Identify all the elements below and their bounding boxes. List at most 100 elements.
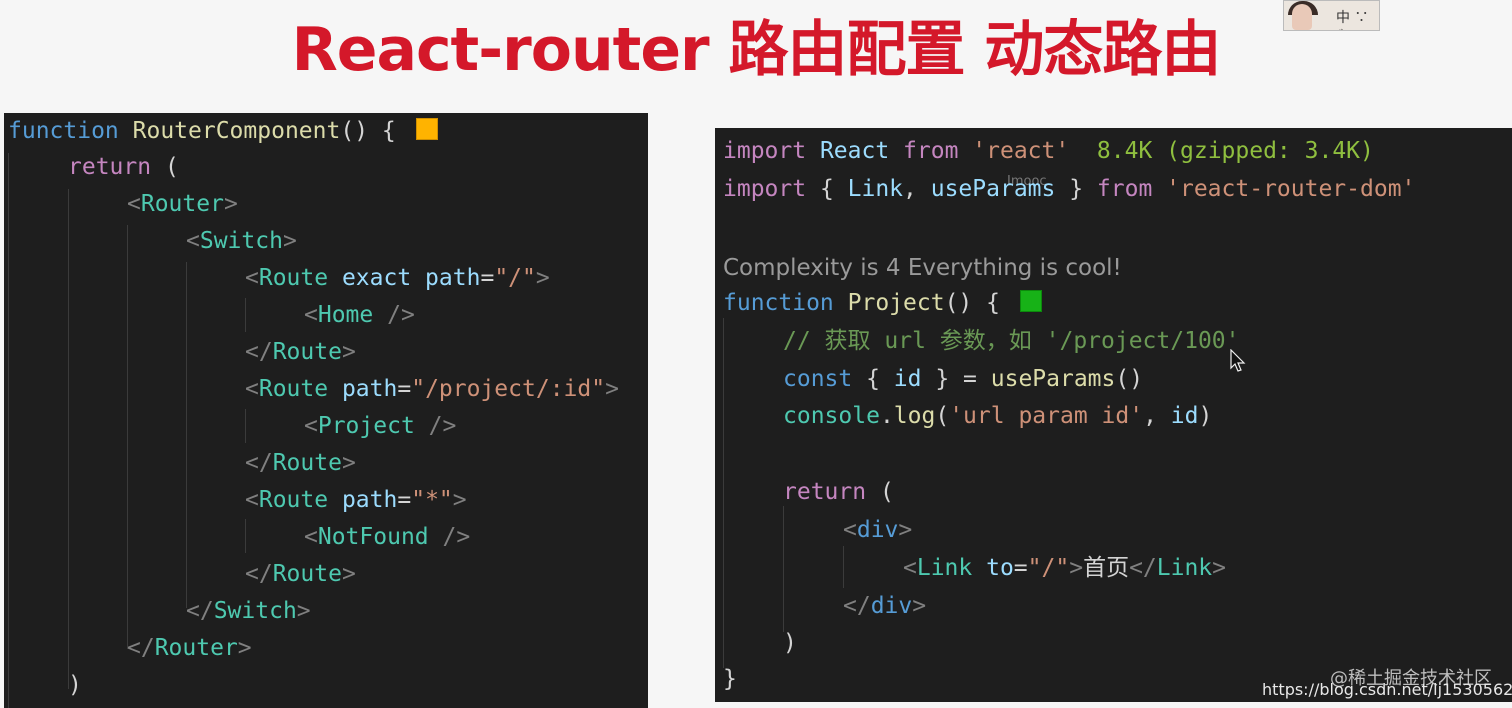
code-punctuation: ) (68, 672, 82, 698)
code-bracket: > (452, 487, 467, 513)
code-operator: = (397, 376, 412, 402)
code-string: 'url param id' (949, 403, 1144, 429)
indent-guide (8, 153, 9, 708)
code-bracket: </ (245, 339, 273, 365)
import-cost-annotation: 8.4K (gzipped: 3.4K) (1069, 138, 1374, 164)
indent-guide (127, 225, 128, 649)
code-panel-router-config: function RouterComponent() { return ( <R… (4, 113, 648, 708)
code-bracket: < (304, 413, 318, 439)
code-bracket: > (341, 561, 356, 587)
code-function-name: RouterComponent (118, 118, 341, 144)
code-tag: Link (916, 555, 973, 581)
code-identifier: console (783, 403, 880, 429)
code-keyword: import (723, 176, 807, 202)
code-punctuation: } (1055, 176, 1097, 202)
code-bracket: < (245, 265, 259, 291)
code-line: ) (783, 625, 797, 661)
indent-guide (68, 189, 69, 689)
code-keyword: from (889, 138, 959, 164)
code-line: function RouterComponent() { (8, 113, 438, 149)
code-bracket: < (186, 228, 200, 254)
code-tag: Switch (213, 598, 297, 624)
code-line: <Home /> (304, 297, 415, 333)
code-bracket: /> (414, 413, 457, 439)
code-string: 'react' (958, 138, 1070, 164)
code-tag: Route (258, 487, 329, 513)
code-keyword: import (723, 138, 807, 164)
code-bracket: </ (1129, 555, 1157, 581)
indent-guide (245, 298, 246, 332)
code-string: "/" (1027, 555, 1070, 581)
avatar-face (1292, 4, 1312, 30)
code-identifier: id (893, 366, 922, 392)
code-tag: div (870, 593, 913, 619)
code-text: 首页 (1083, 555, 1130, 581)
code-line: </Route> (245, 556, 356, 592)
mouse-cursor-icon (1230, 349, 1246, 372)
indent-guide (186, 262, 187, 608)
code-keyword: return (68, 154, 152, 180)
code-string: "/project/:id" (411, 376, 606, 402)
code-line: const { id } = useParams() (783, 361, 1143, 397)
code-tag: NotFound (317, 524, 429, 550)
code-line: <Router> (127, 186, 238, 222)
code-tag: Route (272, 561, 342, 587)
code-punctuation: { (806, 176, 848, 202)
code-line: <Route exact path="/"> (245, 260, 550, 296)
code-punctuation: () { (340, 118, 396, 144)
code-tag: Switch (199, 228, 283, 254)
code-bracket: > (912, 593, 927, 619)
code-tag: Route (272, 450, 342, 476)
code-operator: = (397, 487, 412, 513)
code-bracket: </ (245, 450, 273, 476)
code-identifier: id (1170, 403, 1199, 429)
page-title: React-router 路由配置 动态路由 (291, 15, 1222, 85)
code-punctuation: , (903, 176, 931, 202)
code-function-name: log (893, 403, 936, 429)
code-keyword: const (783, 366, 853, 392)
code-punctuation: } = (921, 366, 991, 392)
color-swatch-icon (1019, 290, 1042, 312)
code-tag: Route (272, 339, 342, 365)
code-bracket: </ (127, 635, 155, 661)
avatar-decoration: 中 ∵ ♞ (1336, 10, 1369, 30)
code-bracket: /> (428, 524, 471, 550)
code-bracket: < (127, 191, 141, 217)
code-line: </Router> (127, 630, 252, 666)
code-line: return ( (68, 149, 179, 185)
code-bracket: > (1069, 555, 1084, 581)
indent-guide (783, 506, 784, 632)
code-tag: Project (317, 413, 415, 439)
code-punctuation: } (723, 666, 737, 692)
code-line: <Switch> (186, 223, 297, 259)
code-punctuation: () (1115, 366, 1144, 392)
code-string: "*" (411, 487, 453, 513)
code-bracket: > (341, 339, 356, 365)
code-punctuation: , (1143, 403, 1171, 429)
code-attribute: path (411, 265, 481, 291)
code-attribute: path (328, 376, 398, 402)
code-tag: Router (140, 191, 224, 217)
code-function-name: useParams (990, 366, 1116, 392)
code-line: <NotFound /> (304, 519, 470, 555)
code-bracket: > (282, 228, 297, 254)
color-swatch-icon (415, 118, 438, 140)
code-line: } (723, 661, 737, 697)
code-punctuation: . (879, 403, 894, 429)
indent-guide (843, 546, 844, 588)
code-punctuation: ( (935, 403, 950, 429)
code-line: <Route path="*"> (245, 482, 467, 518)
avatar: 中 ∵ ♞ (1283, 0, 1380, 31)
code-line: function Project() { (723, 285, 1042, 321)
code-bracket: > (237, 635, 252, 661)
code-keyword: function (8, 118, 119, 144)
code-line: import React from 'react' 8.4K (gzipped:… (723, 133, 1374, 169)
code-bracket: </ (245, 561, 273, 587)
indent-guide (723, 318, 724, 668)
code-bracket: < (245, 487, 259, 513)
code-line: return ( (783, 474, 894, 510)
code-tag: div (856, 517, 899, 543)
code-line: console.log('url param id', id) (783, 398, 1212, 434)
code-keyword: return (783, 479, 867, 505)
code-attribute: to (972, 555, 1014, 581)
